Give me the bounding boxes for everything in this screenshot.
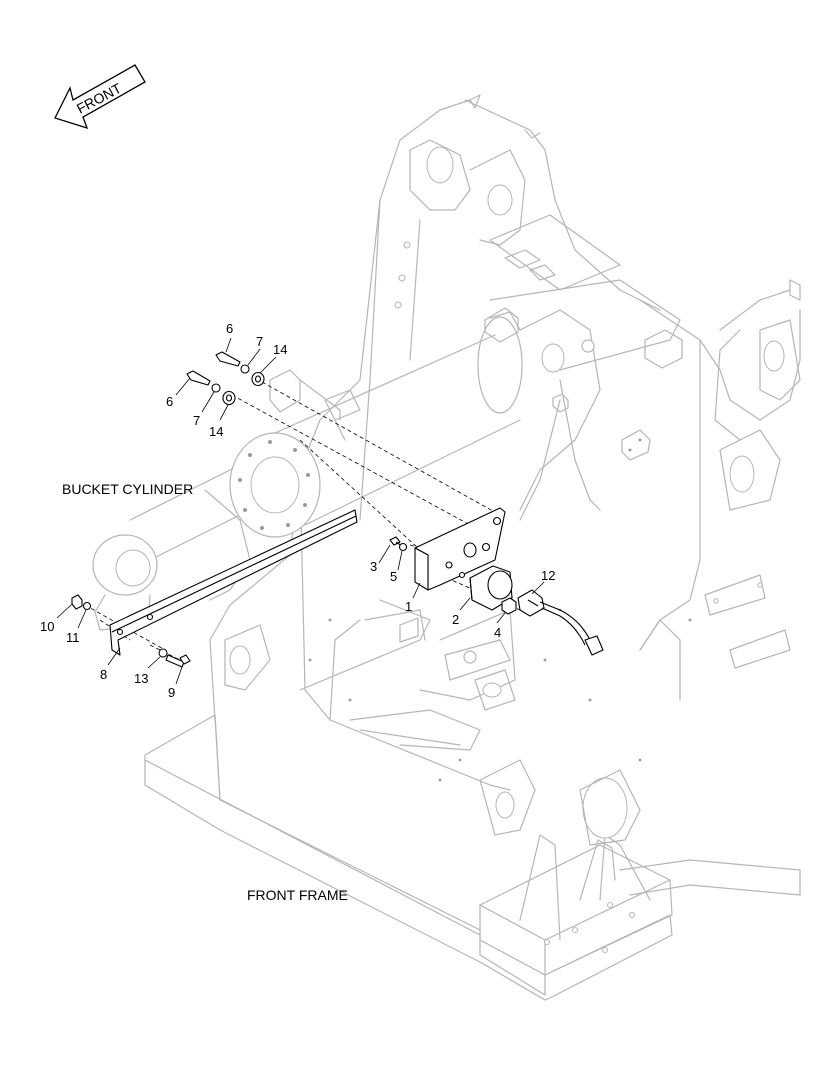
part-4-nut xyxy=(501,597,517,615)
part-10-nut xyxy=(71,594,83,610)
bucket-cylinder-drawing xyxy=(92,307,523,631)
callout-2: 2 xyxy=(452,612,459,627)
part-14-washer-lower xyxy=(222,390,236,406)
callout-14-lower: 14 xyxy=(209,424,223,439)
front-frame-label: FRONT FRAME xyxy=(247,887,348,903)
callout-6-upper: 6 xyxy=(226,321,233,336)
callout-1: 1 xyxy=(405,599,412,614)
part-7-washer-lower xyxy=(211,383,221,393)
bucket-cylinder-label: BUCKET CYLINDER xyxy=(62,481,193,497)
callout-12: 12 xyxy=(541,568,555,583)
part-1-bracket xyxy=(414,507,506,591)
callout-7-lower: 7 xyxy=(193,413,200,428)
part-6-bolt-lower xyxy=(186,370,211,386)
callout-9: 9 xyxy=(168,685,175,700)
callout-11: 11 xyxy=(66,630,80,645)
callout-7-upper: 7 xyxy=(256,334,263,349)
part-6-bolt-upper xyxy=(215,351,241,367)
callout-6-lower: 6 xyxy=(166,394,173,409)
part-8-bar xyxy=(109,509,358,656)
callout-3: 3 xyxy=(370,559,377,574)
part-11-washer xyxy=(82,601,92,611)
part-9-bolt xyxy=(165,654,191,668)
callout-8: 8 xyxy=(100,667,107,682)
front-direction-arrow: FRONT xyxy=(54,64,146,130)
callout-5: 5 xyxy=(390,569,397,584)
part-14-washer-upper xyxy=(251,371,265,387)
callout-13: 13 xyxy=(134,671,148,686)
part-13-washer xyxy=(158,648,168,658)
part-7-washer-upper xyxy=(240,364,250,374)
callout-4: 4 xyxy=(494,625,501,640)
callout-14-upper: 14 xyxy=(273,342,287,357)
part-2-switch xyxy=(469,565,513,611)
leader-lines xyxy=(56,337,545,685)
callout-10: 10 xyxy=(40,619,54,634)
part-5-washer xyxy=(398,542,408,552)
part-12-sensor xyxy=(517,589,604,656)
